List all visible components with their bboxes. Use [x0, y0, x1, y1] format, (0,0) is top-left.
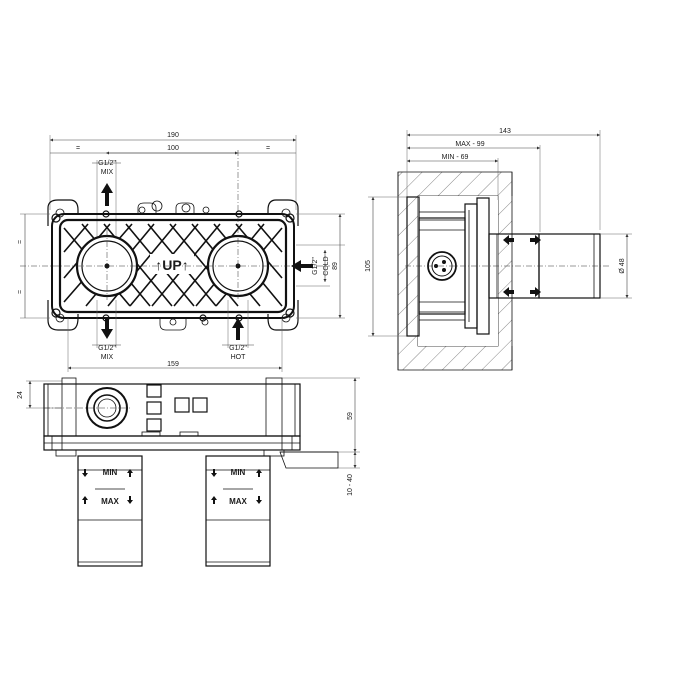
tick-mark-lower: =: [17, 290, 24, 294]
arrow-down-icon: [101, 318, 113, 339]
arrow-up-icon: [101, 183, 113, 206]
label-hot: HOT: [231, 354, 247, 361]
dim-height-total: 59: [347, 412, 354, 420]
dim-height-offset: 24: [17, 391, 24, 399]
tick-mark-upper: =: [17, 240, 24, 244]
arrow-up-icon: [232, 318, 244, 340]
arrow-down-icon: [256, 496, 262, 504]
front-view: 190 100 = = G1/2" MIX: [17, 132, 345, 372]
label-cold: COLD: [323, 256, 330, 275]
arrow-up-icon: [82, 496, 88, 504]
arrow-left-icon: [503, 235, 514, 245]
arrow-down-icon: [82, 469, 88, 477]
left-extension-sleeve: MIN MAX: [77, 455, 143, 567]
arrow-left-icon: [503, 287, 514, 297]
thread-hot: G1/2": [229, 345, 247, 352]
arrow-up-icon: [211, 496, 217, 504]
thread-bottom-mix: G1/2": [98, 345, 116, 352]
dim-width-inlets: 100: [167, 145, 179, 152]
dim-depth-total: 143: [499, 128, 511, 135]
dim-diameter: Ø 48: [619, 258, 626, 273]
dim-range: 10 - 40: [347, 474, 354, 496]
right-min-label: MIN: [231, 468, 246, 477]
left-max-label: MAX: [101, 497, 119, 506]
arrow-up-icon: [127, 469, 133, 477]
thread-top-mix: G1/2": [98, 160, 116, 167]
dim-width-bottom: 159: [167, 361, 179, 368]
dim-depth-min: MIN - 69: [442, 154, 469, 161]
arrow-down-icon: [127, 496, 133, 504]
arrow-left-icon: [291, 260, 313, 272]
right-extension-sleeve: MIN MAX: [205, 455, 271, 567]
thread-cold: G1/2": [312, 257, 319, 275]
dim-side-height: 105: [365, 260, 372, 272]
left-min-label: MIN: [103, 468, 118, 477]
tick-mark-right: =: [266, 145, 270, 152]
label-bottom-mix: MIX: [101, 354, 114, 361]
right-max-label: MAX: [229, 497, 247, 506]
arrow-right-icon: [530, 287, 541, 297]
up-label: ↑UP↑: [155, 257, 188, 273]
arrow-down-icon: [211, 469, 217, 477]
dim-height-cold: 89: [332, 262, 339, 270]
arrow-up-icon: [256, 469, 262, 477]
tick-mark-left: =: [76, 145, 80, 152]
side-section-view: 143 MAX - 99 MIN - 69 105: [365, 128, 632, 371]
dim-depth-max: MAX - 99: [455, 141, 484, 148]
top-view: 59 10 - 40 24: [17, 377, 360, 567]
arrow-right-icon: [530, 235, 541, 245]
dim-width-overall: 190: [167, 132, 179, 139]
label-top-mix: MIX: [101, 169, 114, 176]
